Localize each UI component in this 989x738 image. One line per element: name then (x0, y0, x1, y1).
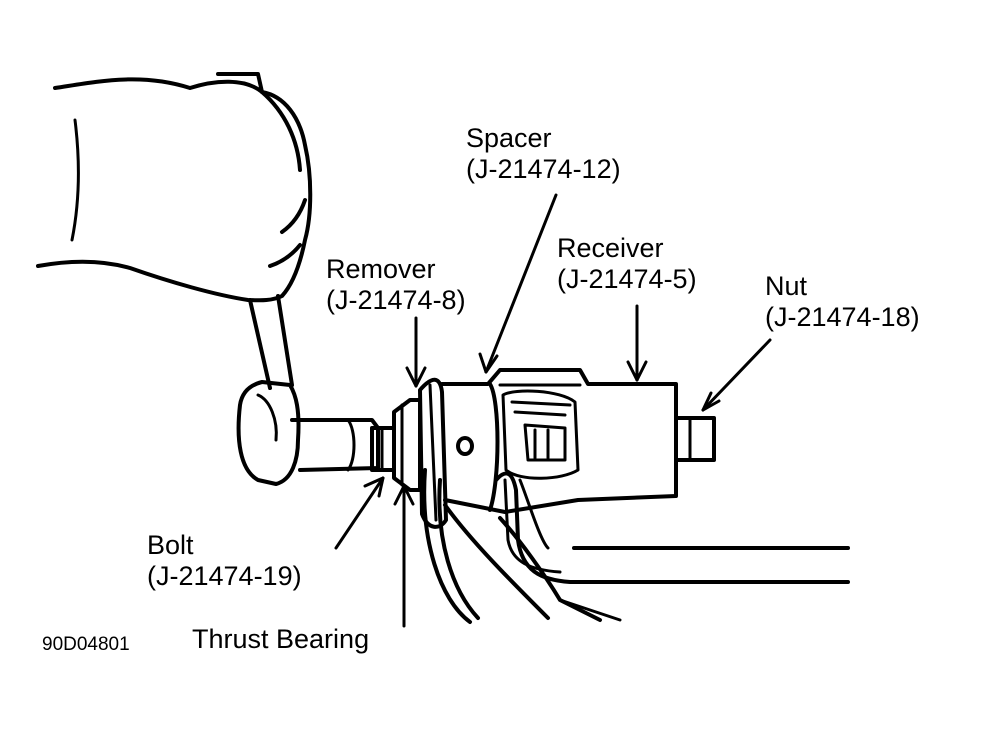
axle-frame (422, 468, 850, 624)
thrust-bearing-label: Thrust Bearing (192, 624, 369, 655)
hand-illustration (36, 72, 313, 303)
spacer-label: Spacer (J-21474-12) (466, 123, 621, 185)
remover-name: Remover (326, 254, 436, 284)
nut-label: Nut (J-21474-18) (765, 271, 920, 333)
receiver-name: Receiver (557, 233, 664, 263)
extension-shaft (290, 418, 396, 472)
receiver-label: Receiver (J-21474-5) (557, 233, 697, 295)
bolt-name: Bolt (147, 530, 194, 560)
nut-name: Nut (765, 271, 808, 301)
spacer-part-number: (J-21474-12) (466, 154, 621, 184)
remover-label: Remover (J-21474-8) (326, 254, 466, 316)
bolt-leader (334, 476, 385, 550)
remover-part-number: (J-21474-8) (326, 285, 466, 315)
ratchet-wrench (236, 294, 301, 486)
figure-id: 90D04801 (42, 634, 130, 655)
nut-part-number: (J-21474-18) (765, 302, 920, 332)
spacer-leader (484, 193, 558, 374)
nut-illustration (674, 416, 716, 462)
nut-leader (701, 338, 772, 412)
bolt-part-number: (J-21474-19) (147, 561, 302, 591)
thrust-bearing-name: Thrust Bearing (192, 624, 370, 654)
spacer-name: Spacer (466, 123, 552, 153)
bolt-label: Bolt (J-21474-19) (147, 530, 302, 592)
receiver-body (440, 368, 678, 514)
leader-arrows (334, 193, 772, 628)
receiver-part-number: (J-21474-5) (557, 264, 697, 294)
